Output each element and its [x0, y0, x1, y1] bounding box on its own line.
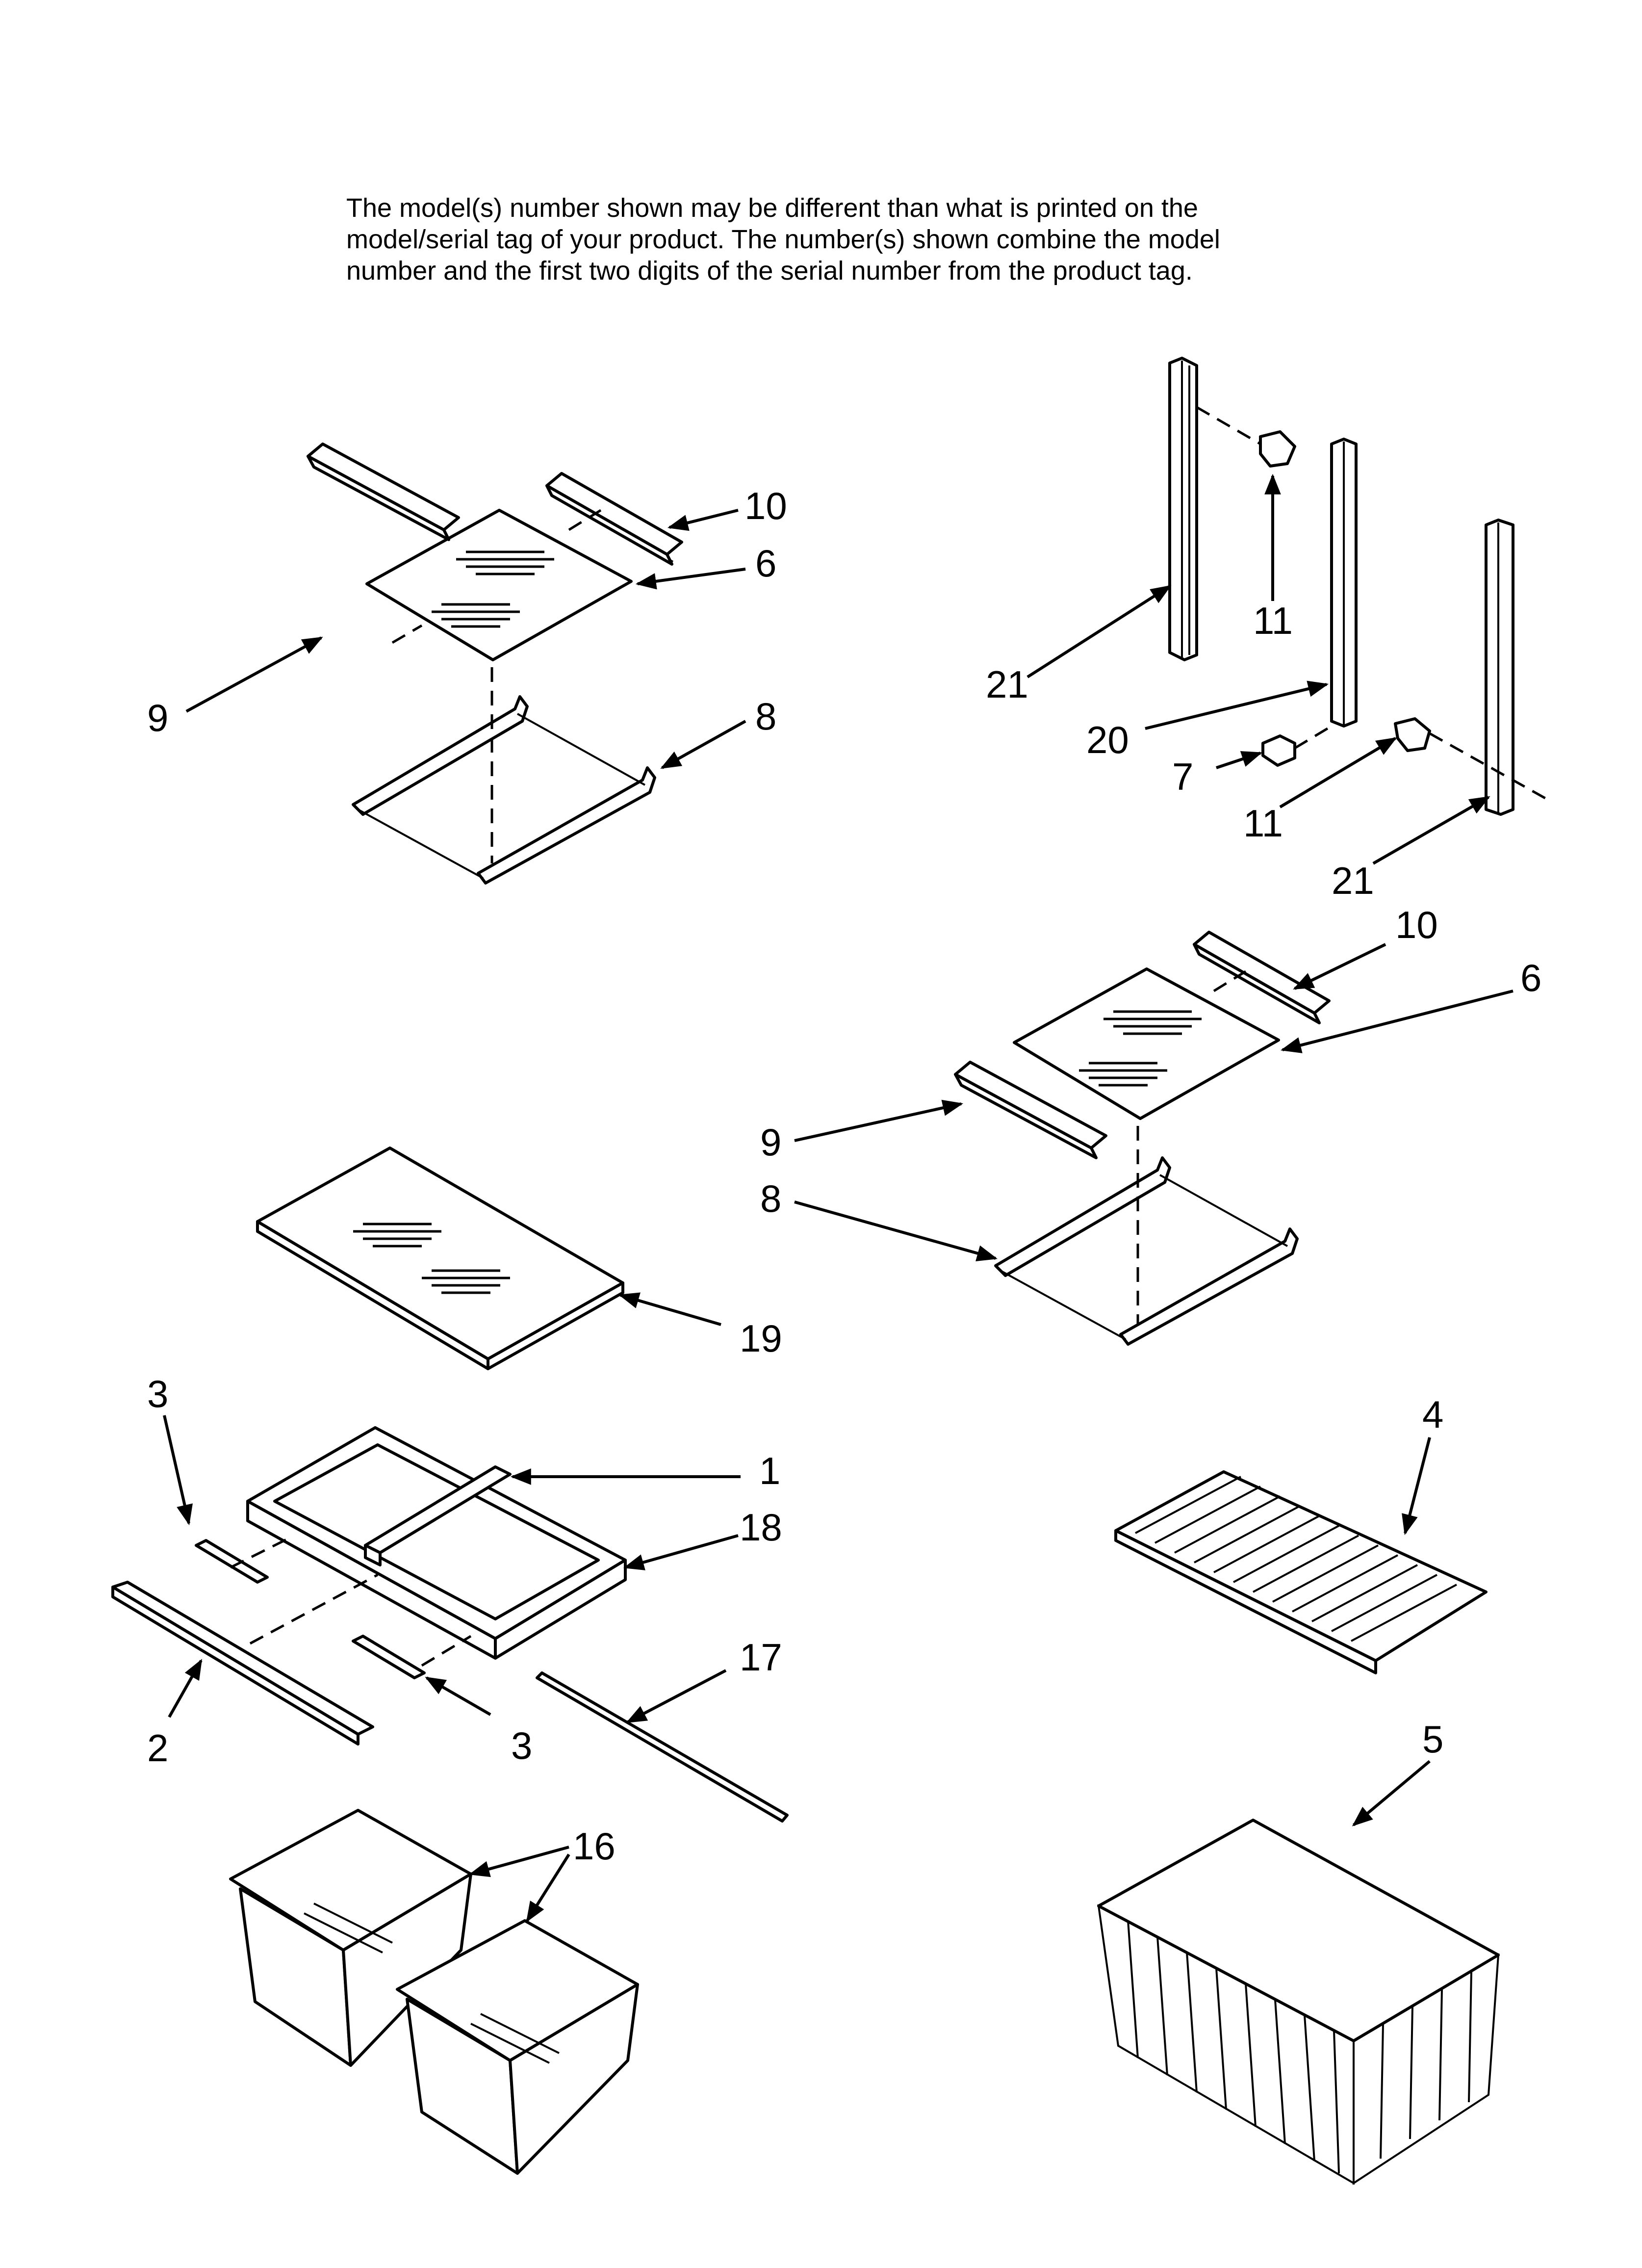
wire-basket-5 — [1097, 1819, 1500, 2185]
callout-11: 11 — [1253, 599, 1293, 642]
crisper-frame-assembly — [111, 1426, 789, 1823]
shelf-trim-rear-part-b — [1193, 931, 1331, 1024]
callout-3: 3 — [511, 1724, 532, 1767]
callout-7: 7 — [1172, 755, 1193, 798]
callout-18: 18 — [740, 1506, 782, 1549]
glass-hatch-upper-b — [1103, 1010, 1202, 1035]
slide-3-upper — [195, 1539, 269, 1584]
right-shelf-assembly — [954, 931, 1331, 1346]
shelf-rail-assembly — [1168, 357, 1553, 816]
basket-wires — [1127, 1920, 1472, 2174]
glass-shelf-part-b — [1013, 967, 1280, 1120]
upper-left-shelf-assembly — [307, 443, 683, 885]
glass-shelf-part — [365, 509, 633, 661]
shelf-frame-part-b — [994, 1156, 1299, 1346]
screw-7 — [1261, 734, 1296, 767]
callout-21: 21 — [1332, 859, 1374, 902]
front-cover-2 — [111, 1581, 374, 1746]
callout-1: 1 — [759, 1449, 780, 1492]
note-line-3: number and the first two digits of the s… — [346, 256, 1193, 286]
crisper-drawer-right — [396, 1919, 639, 2175]
glass-hatch-lower-b — [1079, 1062, 1167, 1087]
callout-21: 21 — [986, 663, 1028, 706]
note-line-2: model/serial tag of your product. The nu… — [346, 225, 1220, 254]
callout-numbers: 10 6 9 8 11 21 20 7 11 21 10 6 9 8 19 3 … — [147, 484, 1541, 1868]
callout-10: 10 — [744, 484, 787, 527]
wire-shelf-rods — [1135, 1476, 1457, 1642]
screw-11-upper — [1259, 430, 1296, 468]
rail-20 — [1330, 438, 1358, 728]
callout-19: 19 — [740, 1317, 782, 1360]
callout-9: 9 — [147, 696, 168, 739]
leader-lines — [163, 473, 1514, 1923]
rail-21-upper — [1168, 357, 1198, 661]
callout-11: 11 — [1243, 802, 1283, 845]
shelf-trim-front-part — [307, 443, 460, 541]
note-line-1: The model(s) number shown may be differe… — [346, 193, 1198, 223]
shelf-frame-part — [352, 695, 656, 885]
callout-2: 2 — [147, 1726, 168, 1770]
rail-21-lower — [1485, 519, 1514, 816]
callout-6: 6 — [1520, 956, 1541, 999]
callout-3: 3 — [147, 1372, 168, 1415]
callout-9: 9 — [760, 1121, 781, 1164]
wire-shelf-4 — [1114, 1470, 1488, 1674]
large-glass-shelf-19 — [256, 1147, 624, 1370]
callout-8: 8 — [755, 695, 776, 738]
glass-hatch-lower — [432, 603, 520, 628]
rod-17 — [536, 1671, 789, 1823]
shelf-trim-rear-part — [545, 472, 683, 566]
glass-19-hatch-upper — [353, 1223, 441, 1248]
callout-6: 6 — [755, 542, 776, 585]
callout-5: 5 — [1422, 1718, 1443, 1761]
screw-11-lower — [1394, 717, 1431, 752]
glass-19-hatch-lower — [422, 1269, 510, 1294]
shelf-trim-front-part-b — [954, 1061, 1107, 1159]
callout-20: 20 — [1086, 718, 1129, 761]
callout-8: 8 — [760, 1177, 781, 1220]
callout-17: 17 — [740, 1636, 782, 1679]
divider-1 — [364, 1465, 512, 1566]
callout-10: 10 — [1395, 903, 1438, 946]
callout-4: 4 — [1422, 1393, 1443, 1436]
slide-3-lower — [352, 1635, 426, 1679]
callout-16: 16 — [573, 1825, 616, 1868]
model-number-note: The model(s) number shown may be differe… — [346, 192, 1474, 287]
glass-hatch-upper — [456, 550, 554, 575]
